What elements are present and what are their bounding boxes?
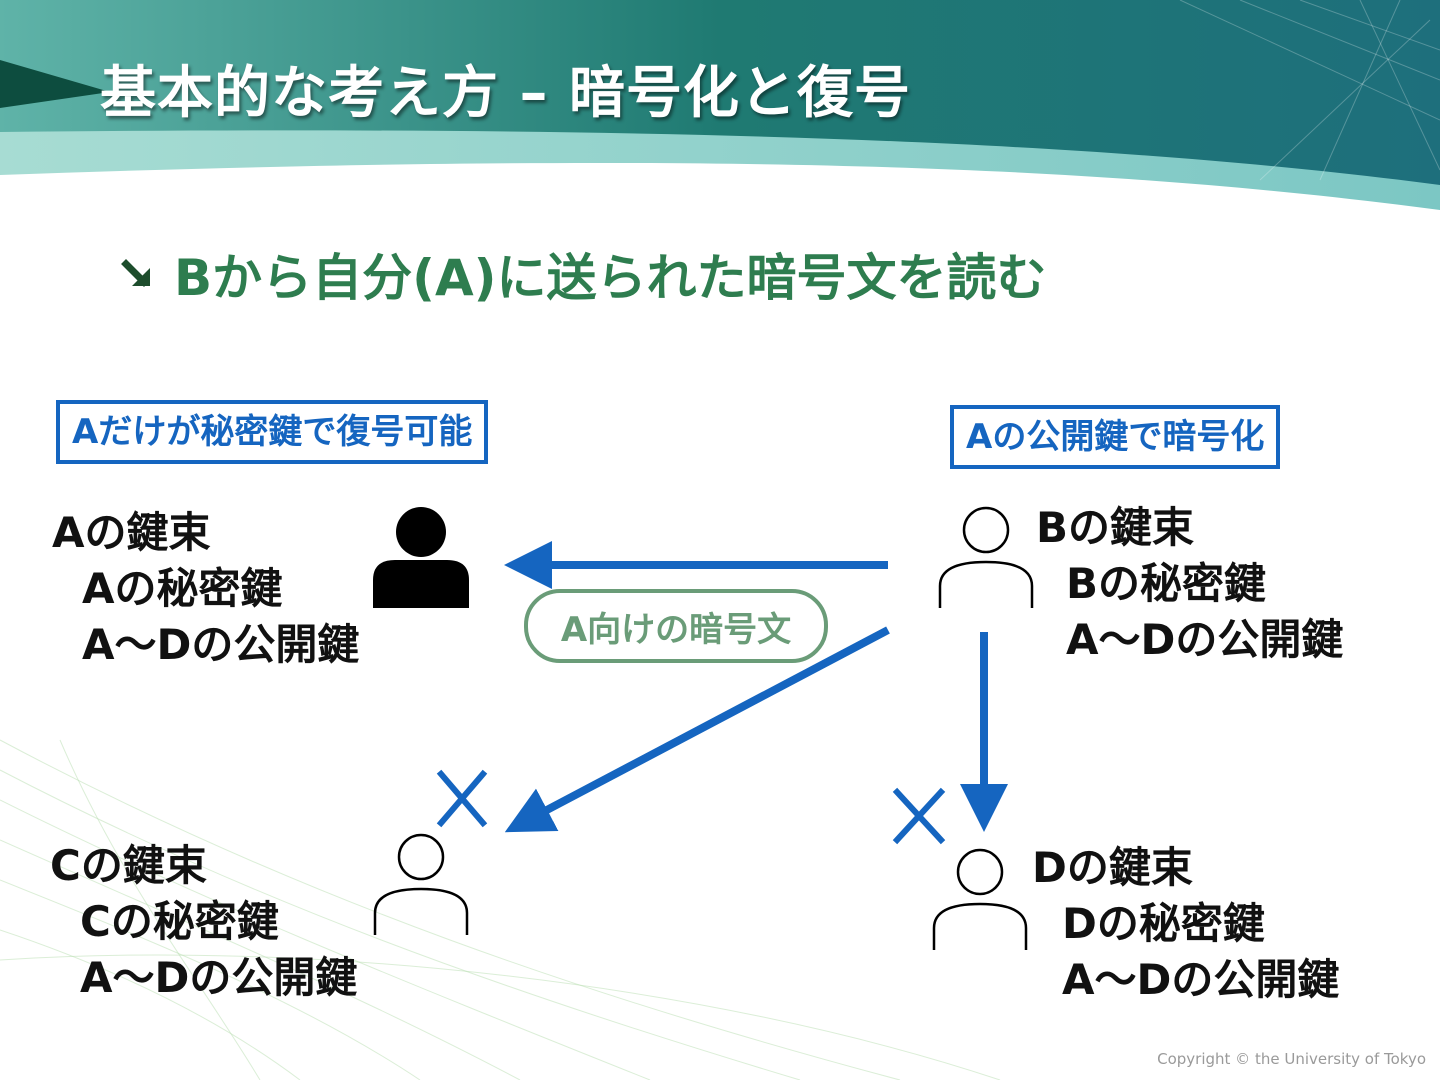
keyring-d-title: Dの鍵束 [1032,843,1193,892]
keyring-d-private-key: Dの秘密鍵 [1062,899,1265,948]
arrow-b-to-c [504,626,890,833]
cross-mark-c [436,769,488,828]
cross-mark-d [892,787,946,845]
keyring-a: Aの鍵束 Aの秘密鍵 A～Dの公開鍵 [52,505,359,673]
person-c-icon [373,833,469,935]
keyring-b-title: Bの鍵束 [1036,503,1195,552]
person-b-icon [938,506,1034,608]
callout-decrypt-note: Aだけが秘密鍵で復号可能 [56,400,489,464]
keyring-b-private-key: Bの秘密鍵 [1066,559,1267,608]
keyring-c: Cの鍵束 Cの秘密鍵 A～Dの公開鍵 [50,838,357,1006]
keyring-b-public-keys: A～Dの公開鍵 [1066,615,1344,664]
bullet-point: Bから自分(A)に送られた暗号文を読む [118,238,1047,310]
person-a-icon [373,507,469,608]
copyright-notice: Copyright © the University of Tokyo [1157,1050,1426,1068]
keyring-d: Dの鍵束 Dの秘密鍵 A～Dの公開鍵 [1032,840,1339,1008]
keyring-a-public-keys: A～Dの公開鍵 [82,620,360,669]
bullet-text: Bから自分(A)に送られた暗号文を読む [174,249,1047,307]
ciphertext-label: A向けの暗号文 [524,589,828,663]
callout-encrypt-note: Aの公開鍵で暗号化 [950,405,1281,469]
keyring-a-title: Aの鍵束 [52,508,211,557]
person-d-icon [932,848,1028,950]
keyring-c-public-keys: A～Dの公開鍵 [80,953,358,1002]
keyring-c-private-key: Cの秘密鍵 [80,897,279,946]
keyring-c-title: Cの鍵束 [50,841,207,890]
keyring-a-private-key: Aの秘密鍵 [82,564,283,613]
keyring-d-public-keys: A～Dの公開鍵 [1062,955,1340,1004]
keyring-b: Bの鍵束 Bの秘密鍵 A～Dの公開鍵 [1036,500,1343,668]
slide-title: 基本的な考え方 – 暗号化と復号 [100,61,911,126]
arrow-down-right-icon [121,259,150,287]
